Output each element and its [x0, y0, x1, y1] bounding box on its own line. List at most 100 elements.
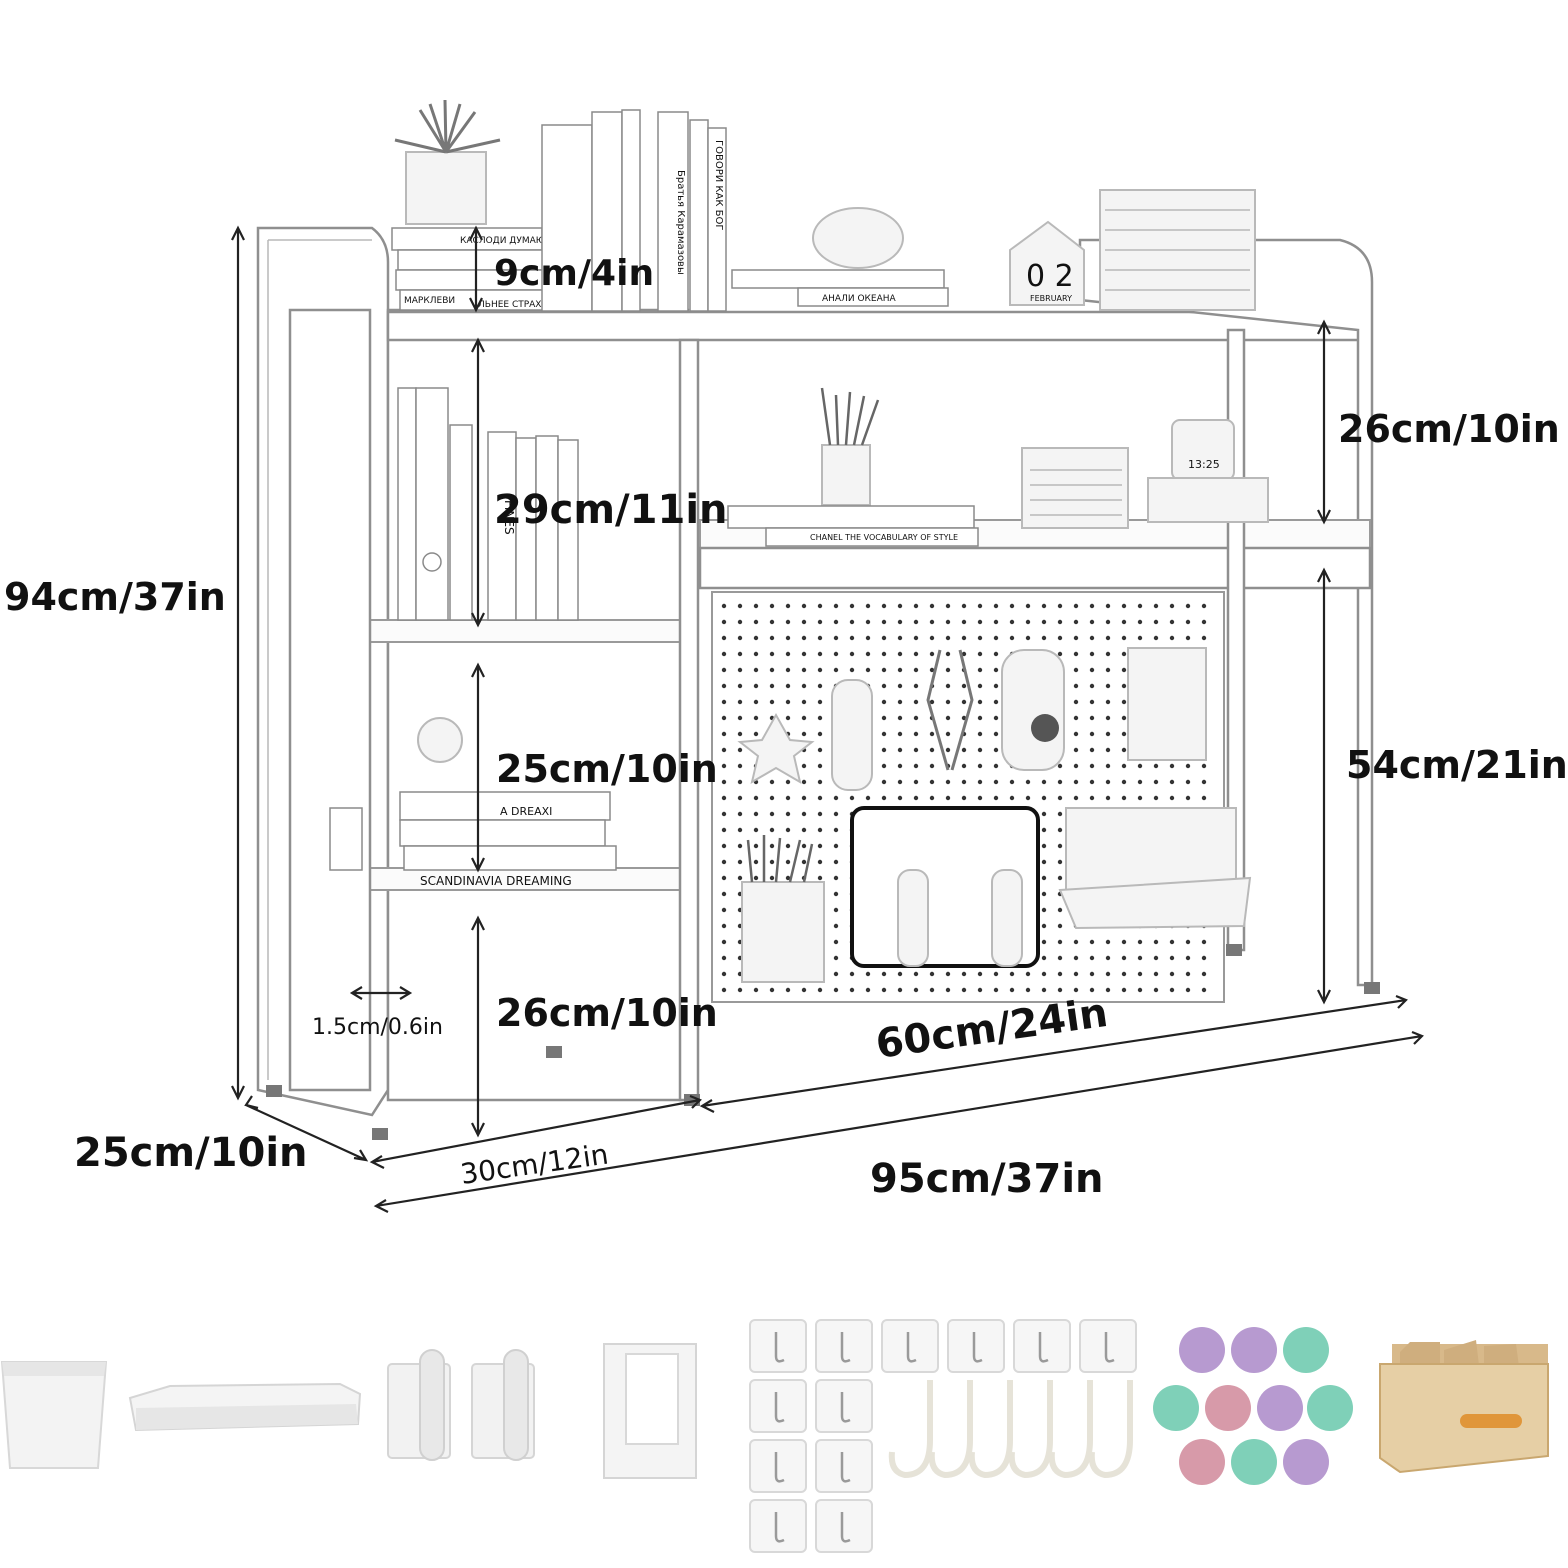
peg-hole	[721, 683, 727, 689]
color-peg	[1153, 1385, 1199, 1431]
peg-hole	[945, 651, 951, 657]
peg-hole	[961, 603, 967, 609]
peg-hole	[817, 811, 823, 817]
peg-hole	[1057, 779, 1063, 785]
cloud-figure-and-books: АНАЛИ ОКЕАНА	[731, 207, 949, 307]
peg-hole	[913, 699, 919, 705]
peg-hole	[833, 891, 839, 897]
peg-hole	[1009, 795, 1015, 801]
peg-hole	[833, 859, 839, 865]
peg-hole	[849, 987, 855, 993]
peg-hole	[737, 811, 743, 817]
peg-hole	[1153, 971, 1159, 977]
peg-hole	[1089, 987, 1095, 993]
peg-hole	[929, 971, 935, 977]
label-top-clearance: 9cm/4in	[494, 253, 654, 294]
peg-hole	[865, 987, 871, 993]
peg-hole	[1185, 763, 1191, 769]
peg-hole	[785, 699, 791, 705]
peg-hole	[737, 619, 743, 625]
peg-hole	[1057, 827, 1063, 833]
peg-hole	[785, 683, 791, 689]
peg-hole	[849, 971, 855, 977]
adhesive-hook	[815, 1499, 873, 1553]
peg-hole	[1025, 987, 1031, 993]
peg-hole	[721, 955, 727, 961]
peg-hole	[769, 795, 775, 801]
peg-hole	[737, 987, 743, 993]
peg-hole	[1153, 955, 1159, 961]
peg-hole	[913, 603, 919, 609]
peg-hole	[1153, 635, 1159, 641]
label-right-upper-shelf: 26cm/10in	[1338, 407, 1560, 451]
peg-hole	[1153, 603, 1159, 609]
desktop-bookshelf: КАСЛОДИ ДУМАЮТ МАРКЛЕВИ ЛЬНЕЕ СТРАХА Бра…	[256, 99, 1380, 1140]
peg-hole	[897, 619, 903, 625]
peg-hole	[993, 699, 999, 705]
peg-hole	[929, 651, 935, 657]
peg-hole	[1137, 795, 1143, 801]
peg-hole	[1073, 699, 1079, 705]
peg-hole	[1137, 603, 1143, 609]
peg-hole	[833, 875, 839, 881]
peg-hole	[721, 907, 727, 913]
peg-hole	[817, 667, 823, 673]
peg-hole	[833, 987, 839, 993]
peg-hole	[1025, 603, 1031, 609]
peg-hole	[1009, 987, 1015, 993]
peg-hole	[961, 971, 967, 977]
peg-hole	[1057, 763, 1063, 769]
peg-hole	[977, 987, 983, 993]
peg-hole	[1057, 843, 1063, 849]
desk-calendar: 0 2 FEBRUARY	[1009, 220, 1085, 306]
peg-hole	[833, 795, 839, 801]
peg-hole	[865, 619, 871, 625]
peg-hole	[817, 987, 823, 993]
peg-hole	[977, 635, 983, 641]
peg-hole	[721, 747, 727, 753]
peg-hole	[913, 651, 919, 657]
peg-hole	[721, 699, 727, 705]
left-back-panel	[288, 308, 372, 1092]
peg-hole	[1201, 955, 1207, 961]
peg-hole	[897, 987, 903, 993]
peg-hole	[993, 635, 999, 641]
peg-hole	[929, 667, 935, 673]
peg-hole	[721, 891, 727, 897]
peg-hole	[993, 971, 999, 977]
peg-hole	[993, 747, 999, 753]
peg-hole	[1041, 971, 1047, 977]
peg-hole	[897, 667, 903, 673]
label-right-lower-height: 54cm/21in	[1346, 743, 1568, 787]
peg-hole	[849, 651, 855, 657]
hook-shape	[972, 1332, 983, 1363]
peg-hole	[945, 619, 951, 625]
peg-hole	[1169, 971, 1175, 977]
peg-hole	[1121, 699, 1127, 705]
peg-hole	[1089, 763, 1095, 769]
peg-hole	[1009, 603, 1015, 609]
peg-hole	[961, 635, 967, 641]
peg-hole	[721, 603, 727, 609]
peg-hole	[1057, 603, 1063, 609]
peg-hole	[1057, 907, 1063, 913]
peg-hole	[1089, 635, 1095, 641]
label-left-bottom-shelf: 26cm/10in	[496, 991, 718, 1035]
book-title: CHANEL THE VOCABULARY OF STYLE	[810, 533, 958, 542]
peg-hole	[929, 619, 935, 625]
peg-hole	[1057, 939, 1063, 945]
peg-hole	[1137, 987, 1143, 993]
peg-hole	[1073, 683, 1079, 689]
peg-hole	[753, 811, 759, 817]
right-shelf-lip	[698, 546, 1372, 590]
peg-hole	[961, 763, 967, 769]
peg-hole	[737, 651, 743, 657]
leg	[1364, 982, 1380, 994]
peg-hole	[1057, 923, 1063, 929]
peg-hole	[897, 635, 903, 641]
peg-hole	[1201, 635, 1207, 641]
adhesive-hook	[815, 1439, 873, 1493]
peg-hole	[769, 811, 775, 817]
peg-hole	[1105, 731, 1111, 737]
adhesive-hook	[815, 1379, 873, 1433]
